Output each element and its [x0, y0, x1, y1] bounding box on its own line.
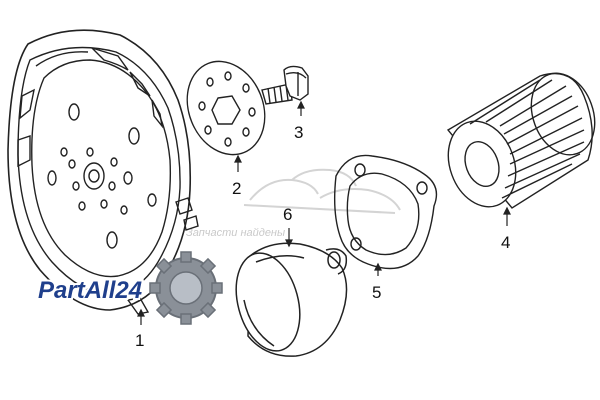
callout-1: 1 [135, 331, 144, 350]
watermark: Запчасти найдены [186, 168, 401, 239]
callout-5: 5 [372, 283, 381, 302]
callout-3: 3 [294, 123, 303, 142]
part-1-flex-plate [7, 29, 199, 315]
part-6-filter-cap [235, 242, 348, 357]
watermark-subtitle: Запчасти найдены [186, 227, 285, 239]
callout-4: 4 [501, 233, 510, 252]
gear-icon [149, 251, 223, 325]
callout-6: 6 [283, 205, 292, 224]
partall24-logo: PartAll24 [36, 251, 223, 325]
watermark-logo-mark [243, 168, 401, 214]
part-5-cover-gasket [333, 154, 438, 270]
leader-lines [137, 100, 511, 325]
logo-text: PartAll24 [38, 277, 142, 304]
part-3-bolt [261, 65, 309, 105]
part-4-filter-element [446, 72, 596, 209]
part-2-gasket-plate [186, 60, 266, 156]
callout-2: 2 [232, 179, 241, 198]
